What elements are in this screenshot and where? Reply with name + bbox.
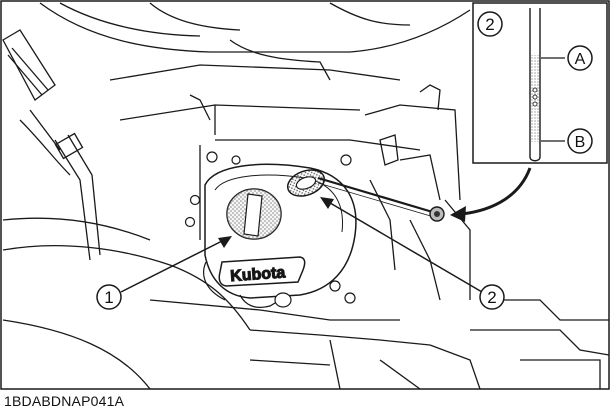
callout-1: 1 xyxy=(96,236,232,310)
upper-limit-mark: A xyxy=(575,51,586,68)
brand-plate: Kubota xyxy=(218,256,306,287)
engine-bay-lines xyxy=(2,2,610,390)
inset-number-circle xyxy=(477,11,503,37)
callout-1-label: 1 xyxy=(104,288,113,307)
inset-number: 2 xyxy=(485,15,494,34)
inset-panel: 2 A B xyxy=(472,2,608,164)
inset-pointer-arrow xyxy=(450,167,532,222)
figure-code: 1BDABDNAP041A xyxy=(4,393,125,409)
upper-limit-mark-circle xyxy=(567,45,593,71)
callout-2-label: 2 xyxy=(487,288,496,307)
lower-limit-mark-circle xyxy=(567,128,593,154)
brand-text: Kubota xyxy=(230,264,286,285)
lower-limit-mark: B xyxy=(575,134,586,151)
callout-2: 2 xyxy=(320,197,505,310)
oil-dipstick xyxy=(286,169,445,222)
oil-filler-cap xyxy=(226,188,282,240)
